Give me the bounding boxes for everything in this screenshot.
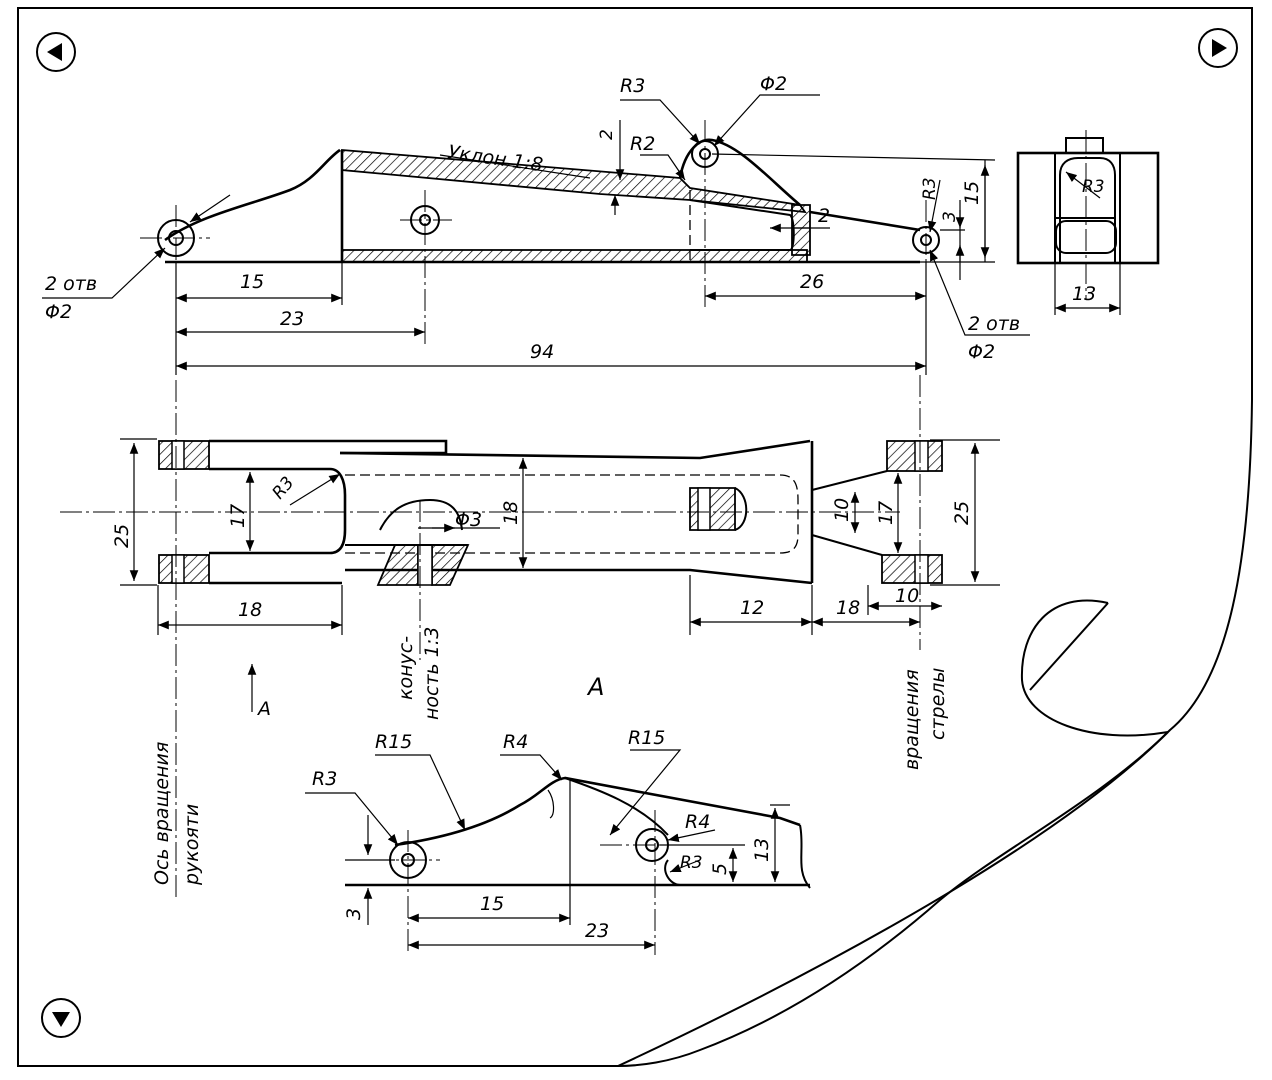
view-a-dim-23: 23: [585, 920, 609, 942]
dim-15-label: 15: [240, 271, 264, 293]
top-view: Уклон 1:8 2 отв Φ2 R3 Φ2 R2 R3 2 3 15 2 …: [42, 73, 1030, 375]
holes-right-label: 2 отв: [968, 313, 1020, 335]
axis-handle-line1: Ось вращения: [151, 742, 173, 885]
holes-right-diameter: Φ2: [968, 341, 995, 363]
plan-dim-10: 10: [895, 585, 919, 607]
cone-note-line1: конус-: [395, 636, 417, 700]
axis-handle-line2: рукояти: [181, 804, 203, 886]
plan-h17-left: 17: [227, 504, 249, 528]
left-triangle-icon: [47, 43, 62, 61]
r-bend-label: R2: [630, 133, 655, 155]
diameter-top-label: Φ2: [760, 73, 787, 95]
view-a-r3-left: R3: [312, 768, 337, 790]
view-a-r4-top: R4: [503, 731, 528, 753]
view-a-dim-3: 3: [343, 908, 365, 920]
gap-3-label: 3: [940, 211, 960, 222]
plan-r3-label: R3: [269, 473, 299, 503]
sheet-border: [17, 7, 1253, 1067]
gap-2-label: 2: [597, 129, 617, 140]
view-a-letter: А: [586, 673, 604, 701]
prev-page-button[interactable]: [36, 32, 76, 72]
plan-h18-mid: 18: [500, 501, 522, 525]
view-a-dim-5: 5: [709, 863, 731, 875]
r-end-label: R3: [920, 177, 940, 200]
view-a-dim-15: 15: [480, 893, 504, 915]
dim-26-label: 26: [800, 271, 824, 293]
view-a: R15 R4 R15 R3 R4 R3 3 5 13 15 23: [305, 727, 811, 955]
view-a-dim-13: 13: [751, 838, 773, 862]
view-a-r15-right: R15: [628, 727, 665, 749]
view-a-r15-left: R15: [375, 731, 412, 753]
axis-boom-line2: стрелы: [927, 668, 949, 740]
side-r-label: R3: [1082, 177, 1105, 197]
right-triangle-icon: [1212, 39, 1227, 57]
next-page-button[interactable]: [1198, 28, 1238, 68]
side-width-label: 13: [1072, 283, 1096, 305]
side-view: R3 13: [1016, 130, 1160, 315]
page-curl-icon: [617, 599, 1169, 1067]
section-arrow-label: А: [256, 698, 271, 720]
height-15-label: 15: [961, 181, 983, 205]
r-top-label: R3: [620, 75, 645, 97]
plan-dim-18-left: 18: [238, 599, 262, 621]
plan-h25-right: 25: [951, 501, 973, 525]
plan-h17-right: 17: [875, 501, 897, 525]
plan-dim-18-right: 18: [836, 597, 860, 619]
cone-note-line2: ность 1:3: [421, 627, 443, 720]
plan-h25-left: 25: [111, 524, 133, 548]
down-triangle-icon: [52, 1012, 70, 1027]
view-a-r4-right: R4: [685, 811, 710, 833]
plan-dia3-label: Φ3: [455, 509, 482, 531]
view-a-r3-right: R3: [680, 853, 703, 873]
holes-left-label: 2 отв: [45, 273, 97, 295]
axis-boom-line1: вращения: [901, 669, 923, 770]
plan-h10-right: 10: [831, 498, 853, 522]
dim-94-label: 94: [530, 341, 554, 363]
down-page-button[interactable]: [41, 998, 81, 1038]
dim-23-label: 23: [280, 308, 304, 330]
wall-2-label: 2: [818, 205, 830, 227]
holes-left-diameter: Φ2: [45, 301, 72, 323]
plan-view: 25 17 18 R3 Φ3 10 17 25 18 12 18 10 кону…: [60, 375, 1000, 900]
plan-dim-12: 12: [740, 597, 764, 619]
